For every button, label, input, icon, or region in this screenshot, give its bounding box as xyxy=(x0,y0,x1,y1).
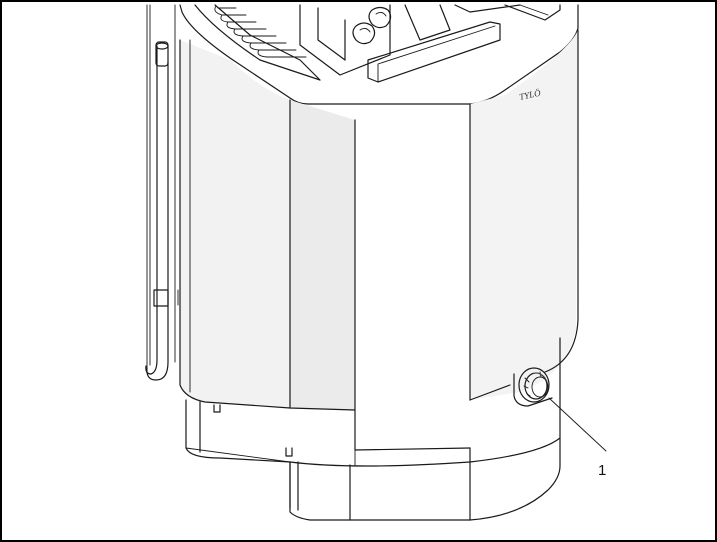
heater-body xyxy=(179,4,579,521)
stone-tray xyxy=(194,4,561,83)
control-knob[interactable] xyxy=(513,367,553,407)
svg-text:TYLÖ: TYLÖ xyxy=(518,88,542,102)
mounting-pipe xyxy=(145,4,179,381)
brand-logo: TYLÖ xyxy=(518,88,542,102)
callout-leader-line xyxy=(548,397,607,452)
callout-1: 1 xyxy=(548,397,607,479)
callout-number-1: 1 xyxy=(598,462,606,479)
